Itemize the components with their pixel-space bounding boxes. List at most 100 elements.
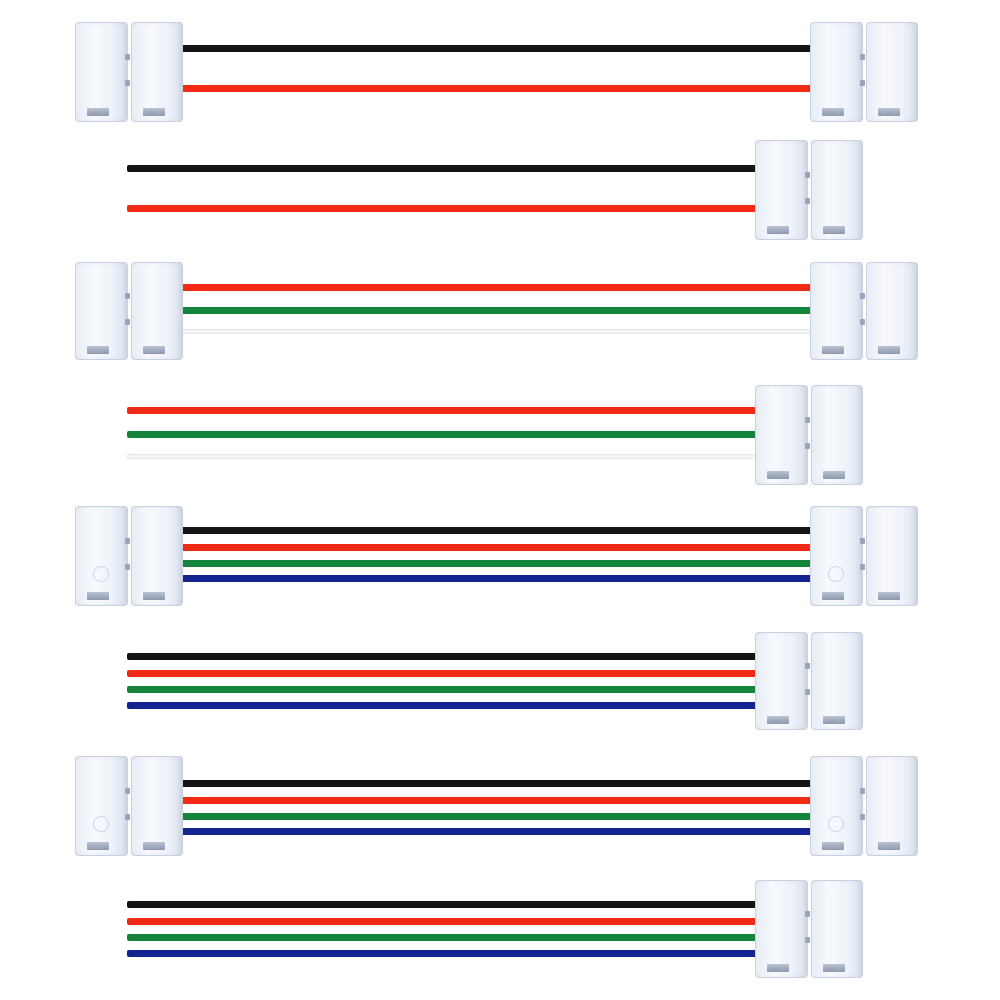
hinge-notch [124,564,130,570]
cable-8-connector [755,880,863,978]
connector-clip-half [865,756,918,856]
cable-4-connector [755,385,863,485]
wire-black [127,653,758,660]
hinge-notch [859,814,865,820]
wire-red [127,407,758,414]
contact-slot [822,471,845,479]
contact-slot [142,842,165,850]
contact-slot [822,592,844,600]
wire-black [127,901,758,908]
connector-clip-half [810,262,865,360]
hinge-notch [124,538,130,544]
cable-6-connector [755,632,863,730]
wire-green [127,431,758,438]
hinge-notch [124,814,130,820]
wire-green [127,686,758,693]
hinge-notch [804,911,810,917]
wire-blue [180,575,812,582]
connector-clip-half [75,756,130,856]
wire-blue [180,828,812,835]
contact-slot [767,471,789,479]
cable-5-right-connector [810,506,918,606]
contact-slot [87,346,109,354]
contact-slot [822,716,845,724]
molded-circle-mark [828,566,844,582]
cable-1-left-connector [75,22,183,122]
contact-slot [142,108,165,116]
wire-blue [127,950,758,957]
contact-slot [877,108,900,116]
cable-5-left-connector [75,506,183,606]
contact-slot [877,592,900,600]
contact-slot [822,964,845,972]
connector-clip-half [755,140,810,240]
contact-slot [822,108,844,116]
hinge-notch [804,663,810,669]
molded-circle-mark [93,816,109,832]
contact-slot [822,226,845,234]
hinge-notch [859,54,865,60]
wire-white [180,329,812,334]
connector-clip-half [865,506,918,606]
hinge-notch [804,172,810,178]
connector-clip-half [810,385,863,485]
cable-7-right-connector [810,756,918,856]
cable-1-right-connector [810,22,918,122]
hinge-notch [859,80,865,86]
molded-circle-mark [828,816,844,832]
wire-red [127,205,758,212]
connector-clip-half [755,632,810,730]
contact-slot [767,226,789,234]
contact-slot [877,842,900,850]
cable-3-right-connector [810,262,918,360]
hinge-notch [804,198,810,204]
connector-clip-half [865,262,918,360]
connector-clip-half [810,506,865,606]
connector-clip-half [130,756,183,856]
connector-clip-half [75,22,130,122]
hinge-notch [124,788,130,794]
connector-clip-half [75,506,130,606]
wire-red [180,544,812,551]
connector-clip-half [810,22,865,122]
molded-circle-mark [93,566,109,582]
cable-2-connector [755,140,863,240]
connector-clip-half [75,262,130,360]
wire-green [180,307,812,314]
wire-white [127,454,758,459]
connector-clip-half [810,756,865,856]
wire-red [127,918,758,925]
contact-slot [87,592,109,600]
contact-slot [142,592,165,600]
contact-slot [822,842,844,850]
hinge-notch [124,293,130,299]
connector-clip-half [810,880,863,978]
wire-black [180,780,812,787]
hinge-notch [859,293,865,299]
connector-clip-half [130,262,183,360]
contact-slot [822,346,844,354]
hinge-notch [859,788,865,794]
connector-clip-half [130,506,183,606]
wire-black [127,165,758,172]
hinge-notch [804,937,810,943]
connector-clip-half [810,632,863,730]
connector-clip-half [755,880,810,978]
wire-black [180,527,812,534]
hinge-notch [804,443,810,449]
hinge-notch [859,564,865,570]
connector-clip-half [810,140,863,240]
hinge-notch [124,54,130,60]
connector-clip-half [865,22,918,122]
wire-green [180,560,812,567]
contact-slot [877,346,900,354]
wire-black [180,45,812,52]
contact-slot [142,346,165,354]
cable-7-left-connector [75,756,183,856]
hinge-notch [124,80,130,86]
contact-slot [767,964,789,972]
hinge-notch [124,319,130,325]
connector-clip-half [130,22,183,122]
wire-red [180,797,812,804]
